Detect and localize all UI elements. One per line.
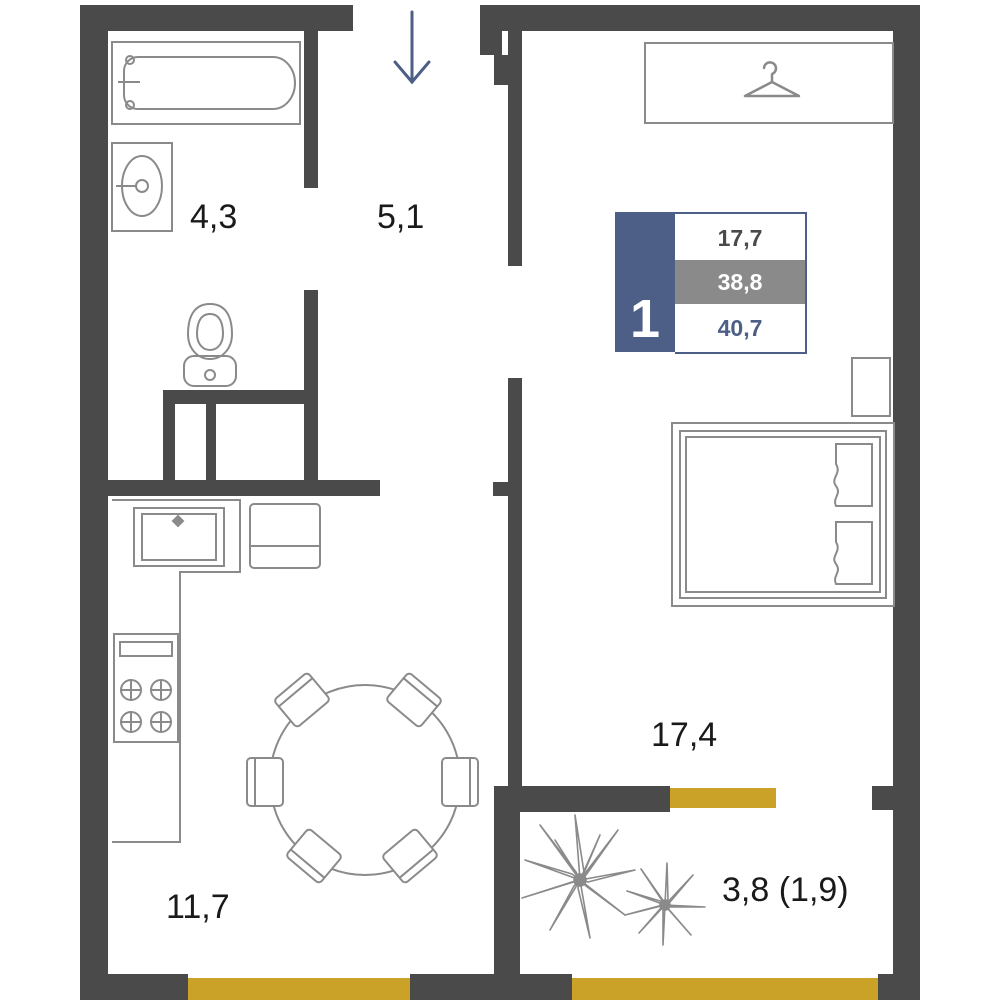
total-area-value: 38,8	[675, 260, 805, 304]
plant-icon	[521, 814, 706, 946]
balcony-window	[572, 978, 878, 1000]
bathroom-area-label: 4,3	[190, 198, 238, 236]
nightstand	[851, 357, 891, 417]
balcony-area-label: 3,8 (1,9)	[722, 871, 849, 909]
windows	[188, 788, 878, 1000]
fridge	[249, 503, 321, 569]
wardrobe	[644, 42, 894, 124]
bedroom-window	[670, 788, 776, 808]
bathtub-icon	[111, 41, 301, 125]
area-summary: 17,7 38,8 40,7	[675, 212, 807, 354]
bedroom-area-label: 17,4	[651, 716, 718, 754]
total-with-balcony-value: 40,7	[717, 314, 763, 341]
rooms-count-badge: 1	[615, 212, 675, 352]
bed-icon	[671, 422, 895, 607]
entrance-arrow-icon	[393, 10, 431, 85]
living-area-value: 17,7	[717, 224, 763, 251]
rooms-count: 1	[629, 289, 661, 349]
kitchen-area-label: 11,7	[166, 888, 230, 926]
kitchen-counter	[112, 499, 241, 843]
hall-area-label: 5,1	[377, 198, 425, 236]
sink-icon	[111, 142, 173, 232]
dining-table-icon	[246, 672, 479, 884]
hanger-icon	[743, 61, 801, 98]
walls	[80, 5, 920, 1000]
toilet-icon	[183, 302, 237, 387]
apartment-info-badge: 1 17,7 38,8 40,7	[615, 212, 807, 354]
stove-icon	[113, 633, 179, 743]
kitchen-window	[188, 978, 410, 1000]
